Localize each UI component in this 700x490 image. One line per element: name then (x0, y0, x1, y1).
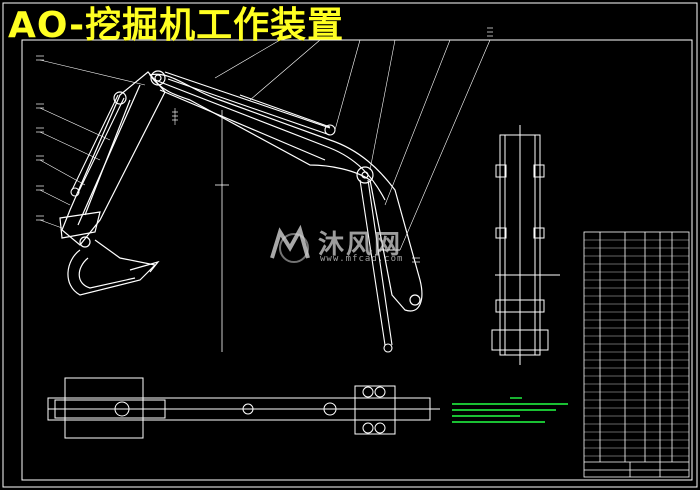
leader-lines (39, 39, 491, 251)
watermark-url: www.mfcad.com (320, 254, 404, 264)
parts-list-rows (584, 239, 689, 457)
part-number-marks (36, 27, 493, 263)
bucket-and-linkage (59, 211, 160, 296)
bucket-cylinder (359, 179, 400, 353)
boom-cylinder (164, 71, 336, 136)
center-line (215, 110, 229, 352)
parts-list-table (583, 231, 690, 478)
front-view (491, 125, 560, 365)
drawing-title: AO-挖掘机工作装置 (8, 5, 345, 46)
plan-view (47, 377, 440, 439)
watermark-brand: 沐风网 (318, 230, 403, 260)
boom-side-view (149, 73, 423, 312)
technical-notes (452, 397, 568, 423)
stick-side-view (61, 70, 166, 246)
stick-cylinder (70, 94, 125, 197)
title-block (584, 461, 689, 477)
mfcad-logo-icon (270, 224, 310, 263)
